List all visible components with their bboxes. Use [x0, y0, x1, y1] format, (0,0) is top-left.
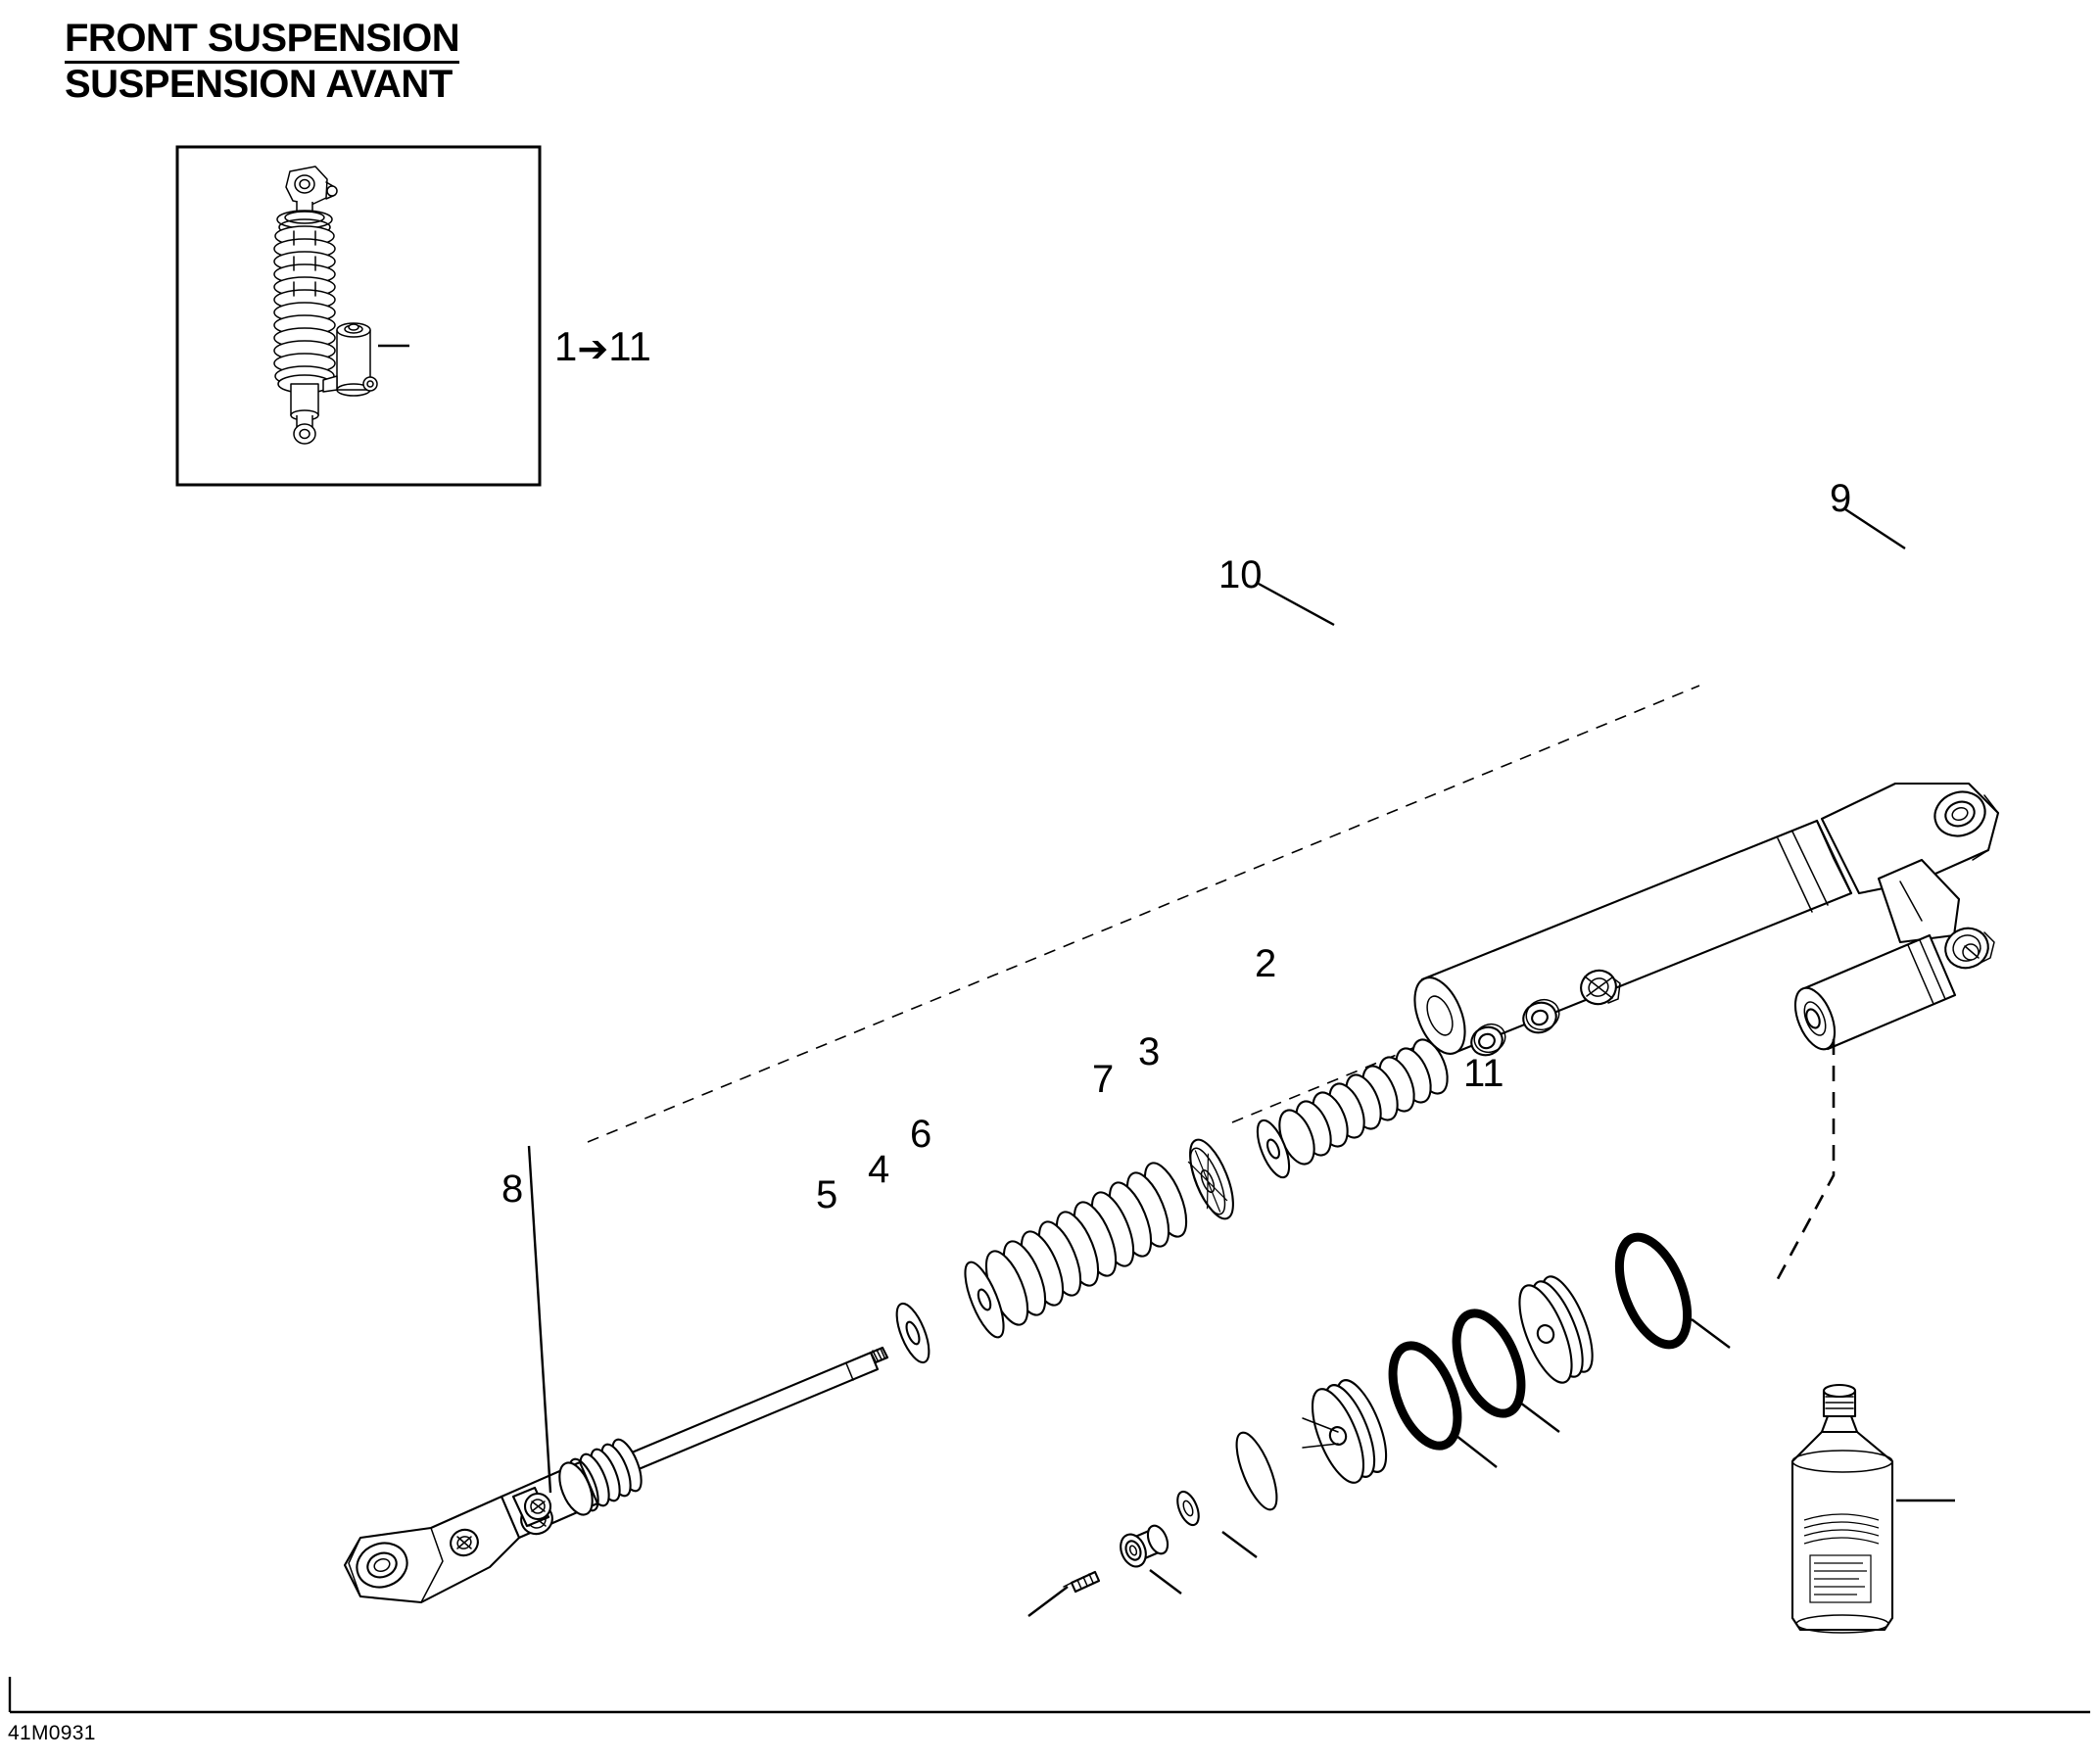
valve-fitting-4 — [1176, 1490, 1200, 1527]
inset-range-end: 11 — [608, 323, 651, 369]
inset-range-start: 1 — [554, 323, 578, 369]
leader-8 — [527, 1145, 552, 1494]
callout-11: 11 — [1463, 1052, 1504, 1095]
o-ring-3 — [1452, 1309, 1526, 1418]
end-cap-seal-head — [1302, 1379, 1388, 1484]
page-title-fr: SUSPENSION AVANT — [65, 63, 453, 107]
callout-8: 8 — [501, 1167, 524, 1211]
lower-spring-stack — [964, 1162, 1188, 1339]
shock-body-group — [1413, 782, 2000, 1289]
vented-spacer-disc — [1187, 1138, 1234, 1220]
piston-rod-group — [343, 1346, 889, 1604]
callout-leaders-top — [1258, 507, 1906, 627]
diagram-title-block: FRONT SUSPENSION SUSPENSION AVANT — [65, 17, 460, 107]
range-arrow-icon: ➔ — [577, 329, 609, 370]
callout-5: 5 — [816, 1173, 838, 1216]
top-hardware-group — [1470, 969, 1621, 1057]
callout-inset-range: 1➔11 — [554, 323, 651, 370]
o-ring-7 — [1388, 1341, 1462, 1451]
page-title-en: FRONT SUSPENSION — [65, 17, 460, 65]
seal-disc-6 — [1235, 1431, 1278, 1511]
callout-9: 9 — [1830, 477, 1852, 520]
rod-flat-washer — [895, 1302, 931, 1364]
o-ring-2 — [1614, 1232, 1693, 1350]
upper-spring-stack — [1256, 1038, 1449, 1179]
valve-body-4b — [1120, 1524, 1169, 1568]
bottle-label — [1803, 1513, 1880, 1603]
oil-bottle — [1790, 1383, 1894, 1634]
sheet-reference-code: 41M0931 — [8, 1722, 96, 1744]
callout-2: 2 — [1255, 942, 1277, 985]
callout-10: 10 — [1218, 553, 1263, 596]
floating-piston — [1518, 1275, 1594, 1384]
inset-reservoir — [322, 322, 378, 397]
set-screw-5 — [1063, 1570, 1101, 1594]
callout-4: 4 — [868, 1148, 890, 1191]
inset-box — [175, 145, 542, 487]
assembly-centerline — [587, 685, 1700, 1143]
inset-shock-assembly — [273, 166, 409, 445]
callout-7: 7 — [1092, 1058, 1115, 1101]
callout-6: 6 — [910, 1113, 932, 1156]
callout-3: 3 — [1138, 1030, 1161, 1073]
inset-coil-spring — [273, 225, 336, 387]
